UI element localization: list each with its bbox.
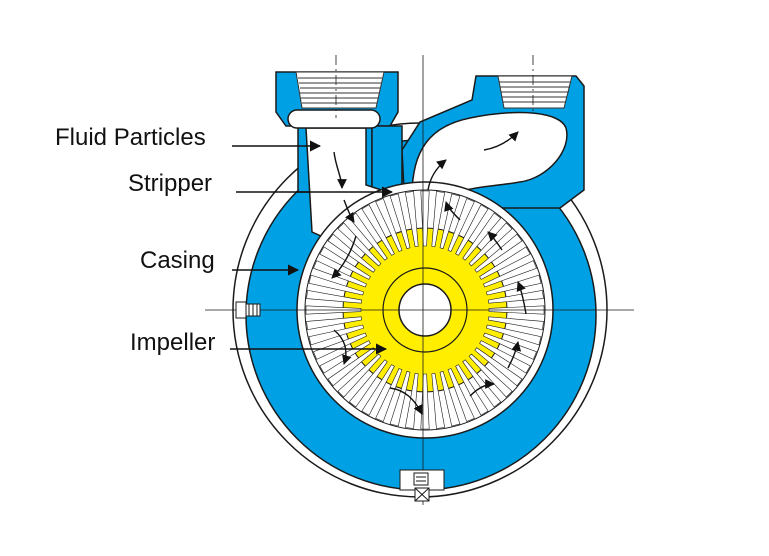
impeller-blade-slot (404, 191, 419, 248)
impeller-blade-slot (306, 316, 363, 331)
impeller-blade-slot (447, 198, 475, 252)
flow-arrows (331, 131, 527, 415)
impeller-blade-slot (474, 233, 523, 273)
impeller-blade-slot (361, 204, 395, 256)
impeller-blade-slot (474, 347, 523, 387)
impeller-blade-slot (389, 371, 411, 427)
flow-arrow (389, 387, 423, 415)
inlet-flange-slot (287, 109, 381, 129)
flow-arrow (331, 235, 357, 279)
outlet-port-threads (497, 75, 573, 109)
flow-arrow (507, 341, 522, 369)
flow-arrow (333, 329, 352, 365)
centerlines (205, 55, 634, 505)
impeller-blade-slot (319, 246, 371, 280)
casing-label: Casing (140, 247, 215, 274)
impeller-blade-slot (486, 324, 542, 346)
impeller-blade-slot (337, 353, 382, 398)
flow-arrow (469, 379, 495, 397)
impeller-blade-slot (431, 191, 446, 248)
impeller-blade-slot (348, 359, 388, 408)
impeller-blade-slot (308, 324, 364, 346)
impeller-blade-slot (479, 246, 531, 280)
flow-arrow (427, 159, 447, 191)
flow-arrow (487, 231, 503, 251)
impeller-blade-slot (487, 316, 544, 331)
impeller-blade-slot (462, 359, 502, 408)
flow-arrow (343, 199, 355, 223)
impeller-blade-slot (308, 274, 364, 296)
impeller-label: Impeller (130, 329, 216, 356)
impeller-blade-slot (468, 222, 513, 267)
impeller-blade-slot (487, 289, 544, 304)
impeller-blade-slot (375, 198, 403, 252)
flow-arrow (516, 281, 527, 315)
flow-arrow (444, 201, 461, 221)
impeller-blade-slot (327, 233, 376, 273)
impeller-blade-slot (447, 368, 475, 422)
impeller-blade-slot (361, 364, 395, 416)
impeller-blade-slot (306, 289, 363, 304)
drain-plug (399, 469, 445, 502)
flow-arrow (333, 151, 347, 189)
impeller-blade-slot (483, 260, 537, 288)
impeller-blade-slot (431, 372, 446, 429)
left-bolt (235, 301, 261, 319)
impeller-blade-slot (375, 368, 403, 422)
inlet-port-threads (295, 71, 385, 109)
impeller-blades (305, 190, 545, 430)
impeller-blade-slot (455, 204, 489, 256)
impeller-blade-slot (439, 371, 461, 427)
leader-lines (230, 140, 394, 355)
impeller-blade-slot (404, 372, 419, 429)
flow-arrow (483, 131, 519, 151)
stripper-label: Stripper (128, 170, 213, 197)
impeller-blade-slot (455, 364, 489, 416)
fluid-particles-label: Fluid Particles (55, 124, 206, 151)
impeller-blade-slot (313, 332, 367, 360)
